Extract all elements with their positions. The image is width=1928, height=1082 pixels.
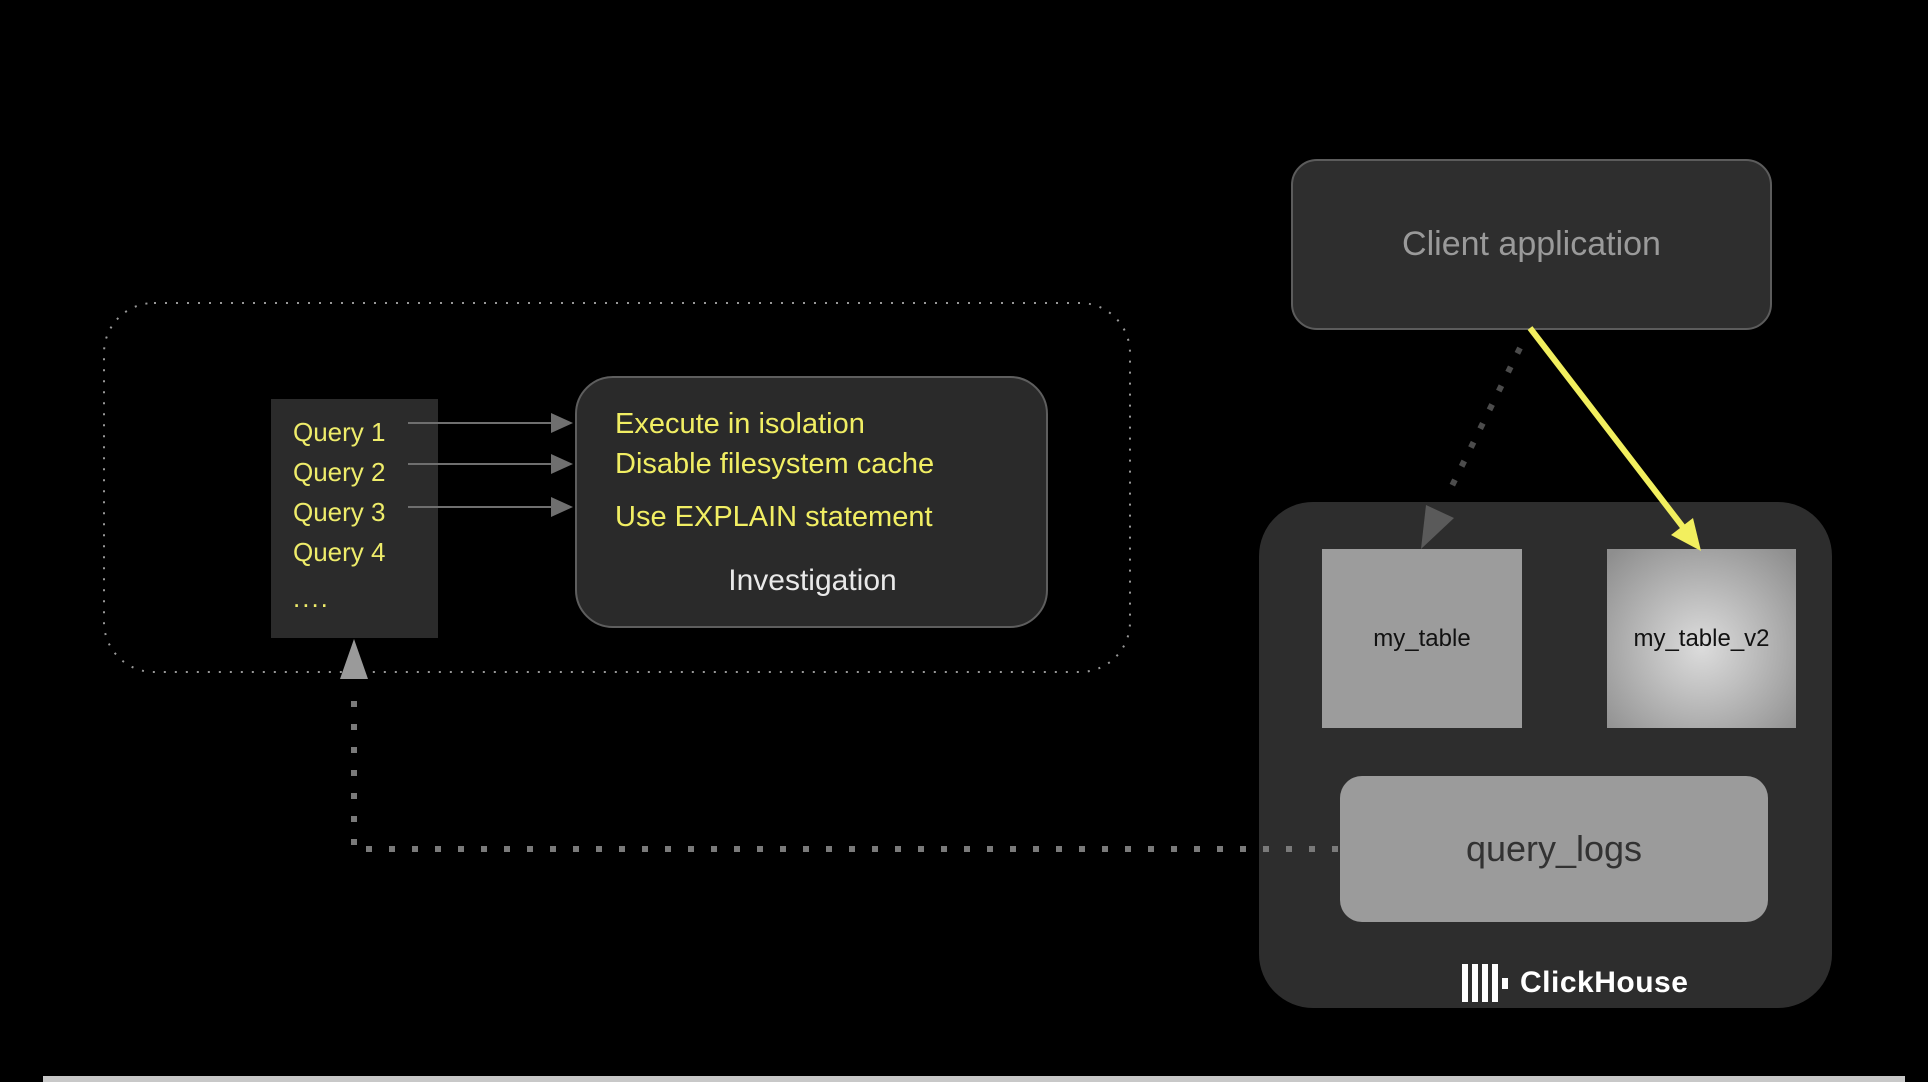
up-arrowhead-icon [340, 639, 368, 679]
feedback-dotted-connector-icon [340, 639, 1338, 852]
my-table-v2-box: my_table_v2 [1607, 549, 1796, 728]
investigation-line: Disable filesystem cache [615, 448, 935, 480]
query-logs-label: query_logs [1465, 828, 1643, 869]
clickhouse-brand: ClickHouse [1462, 963, 1688, 1003]
my-table-label: my_table [1373, 624, 1471, 652]
query-item-ellipsis: .... [293, 583, 330, 613]
client-application-label: Client application [1402, 225, 1661, 263]
query-item: Query 1 [293, 417, 386, 447]
query-logs-box: query_logs [1340, 776, 1768, 922]
my-table-v2-label: my_table_v2 [1633, 624, 1770, 652]
client-application-box: Client application [1291, 159, 1772, 330]
query-item: Query 2 [293, 457, 386, 487]
my-table-box: my_table [1322, 549, 1522, 728]
investigation-box: Execute in isolation Disable filesystem … [575, 376, 1048, 628]
query-list-box: Query 1 Query 2 Query 3 Query 4 .... [271, 399, 438, 638]
clickhouse-brand-label: ClickHouse [1520, 966, 1689, 999]
investigation-line: Execute in isolation [615, 408, 865, 440]
query-item: Query 3 [293, 497, 386, 527]
clickhouse-logo-icon [1462, 964, 1520, 1002]
investigation-title: Investigation [728, 564, 897, 597]
slide-bottom-edge [43, 1076, 1905, 1082]
investigation-line: Use EXPLAIN statement [615, 501, 933, 533]
query-item: Query 4 [293, 537, 386, 567]
